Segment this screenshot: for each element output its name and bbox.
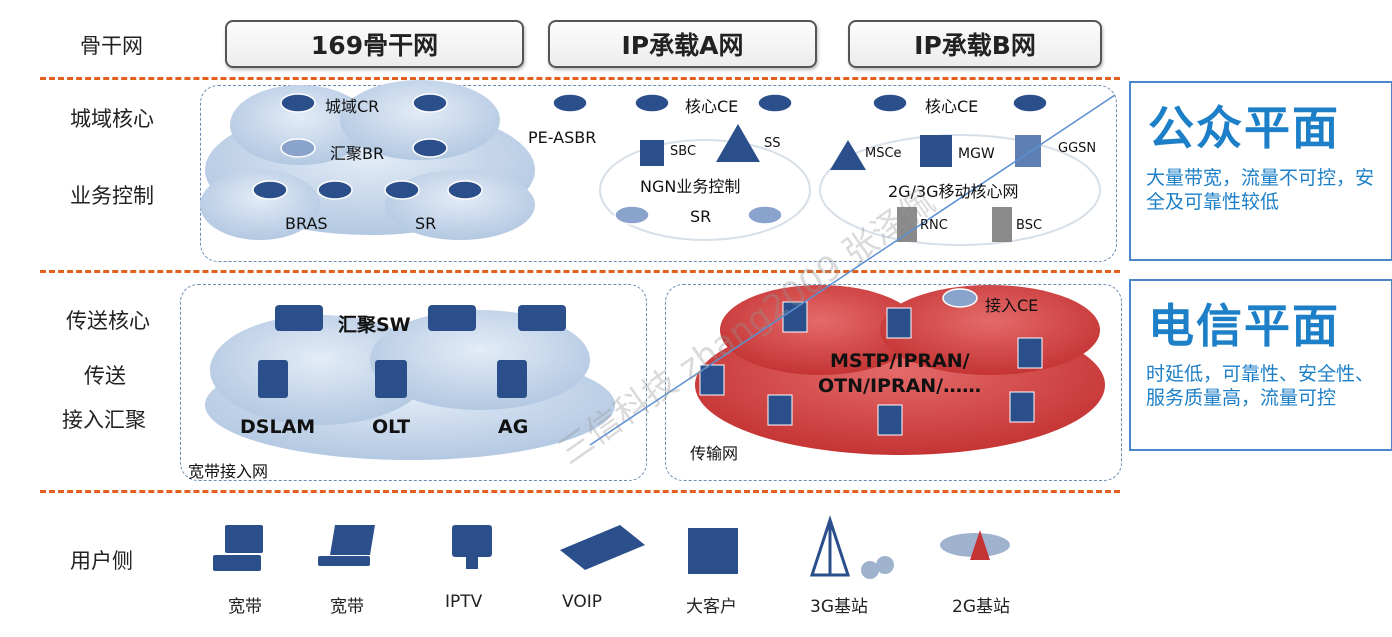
divider-line [40, 270, 1120, 273]
public-plane-title: 公众平面 [1148, 101, 1340, 155]
transport-cloud [695, 285, 1105, 455]
label-agg-br: 汇聚BR [330, 144, 385, 163]
public-plane-desc: 大量带宽，流量不可控，安全及可靠性较低 [1146, 167, 1375, 213]
divider-line [40, 490, 1120, 493]
telecom-plane-desc: 时延低，可靠性、安全性、服务质量高，流量可控 [1146, 363, 1375, 409]
label-metro-cr: 城域CR [325, 97, 380, 116]
user-iptv: IPTV [445, 592, 483, 612]
label-olt: OLT [372, 416, 411, 438]
label-bras: BRAS [285, 214, 328, 233]
user-voip: VOIP [562, 592, 602, 612]
label-core-ce-b: 核心CE [925, 97, 979, 116]
label-transport-net: 传输网 [690, 444, 739, 463]
row-label-transport-core: 传送核心 [66, 309, 150, 333]
label-sr: SR [415, 214, 437, 233]
label-ss: SS [764, 136, 781, 151]
backbone-ip-b: IP承载B网 [848, 20, 1102, 68]
backbone-ip-a: IP承载A网 [548, 20, 817, 68]
label-transport-types-2: OTN/IPRAN/…… [818, 375, 982, 397]
label-mobile-core: 2G/3G移动核心网 [888, 182, 1019, 201]
label-dslam: DSLAM [240, 416, 316, 438]
metro-panel [200, 85, 1117, 262]
label-transport-types-1: MSTP/IPRAN/ [830, 350, 970, 372]
backbone-169: 169骨干网 [225, 20, 524, 68]
label-broadband-net: 宽带接入网 [188, 462, 269, 481]
user-enterprise: 大客户 [686, 597, 737, 617]
label-msce: MSCe [865, 146, 902, 161]
row-label-transport: 传送 [84, 364, 126, 388]
divider-line [40, 77, 1120, 80]
telecom-plane-title: 电信平面 [1148, 299, 1340, 353]
user-broadband-2: 宽带 [330, 597, 364, 617]
label-pe-asbr: PE-ASBR [528, 128, 597, 147]
label-mgw: MGW [958, 146, 995, 162]
label-core-ce-a: 核心CE [685, 97, 739, 116]
row-label-backbone: 骨干网 [80, 34, 143, 58]
row-label-service-control: 业务控制 [70, 184, 154, 208]
row-label-user-side: 用户侧 [70, 549, 133, 573]
row-label-metro-core: 城域核心 [70, 107, 154, 131]
label-ngn: NGN业务控制 [640, 177, 741, 196]
label-ngn-sr: SR [690, 207, 712, 226]
label-sbc: SBC [670, 144, 697, 159]
row-label-access-agg: 接入汇聚 [62, 408, 146, 432]
user-2g-base-station: 2G基站 [952, 597, 1010, 617]
user-3g-base-station: 3G基站 [810, 597, 868, 617]
broadband-panel [180, 284, 647, 481]
transport-panel [665, 284, 1122, 481]
label-agg-sw: 汇聚SW [338, 314, 411, 336]
label-ag: AG [498, 416, 529, 438]
label-ggsn: GGSN [1058, 141, 1097, 156]
metro-core-cloud [200, 80, 535, 240]
label-access-ce: 接入CE [985, 296, 1039, 315]
label-bsc: BSC [1016, 218, 1043, 233]
label-rnc: RNC [920, 218, 948, 233]
user-broadband-1: 宽带 [228, 597, 262, 617]
